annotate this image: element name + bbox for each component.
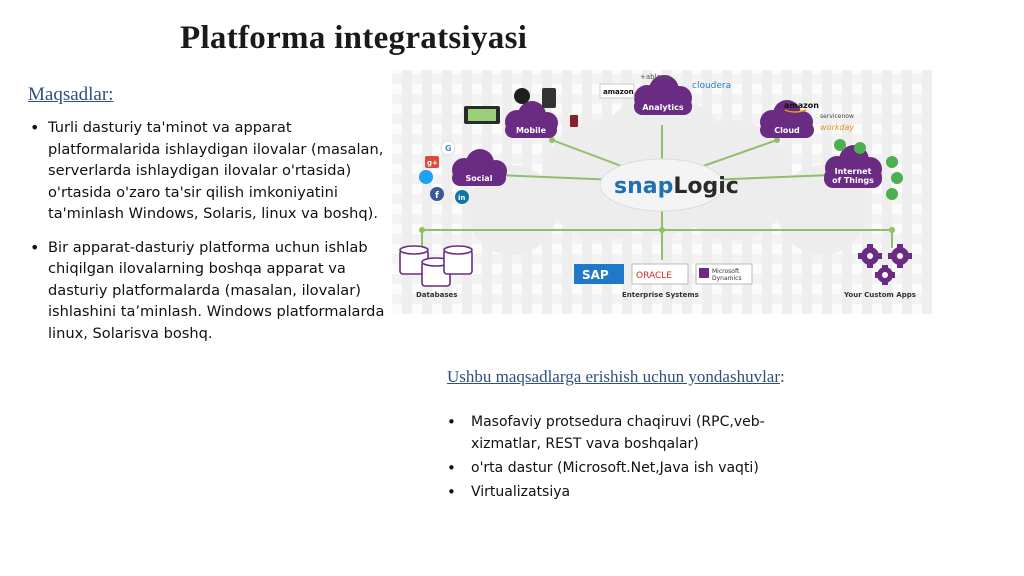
analytics-cloud: [634, 75, 692, 115]
clock-icon: [514, 88, 530, 104]
database-icon: [399, 245, 429, 275]
servicenow-logo: servicenow: [820, 113, 854, 120]
lock-icon: [834, 139, 846, 151]
gear-icon: [875, 265, 895, 285]
approaches-list: Masofaviy protsedura chaqiruvi (RPC,veb-…: [447, 411, 807, 505]
custom-apps-icons: [858, 244, 912, 285]
linkedin-icon: [455, 190, 469, 204]
settings-icon: [886, 188, 898, 200]
tableau-logo: +ableau: [640, 73, 670, 81]
enterprise-logos: SAP ORACLE Microsoft Dynamics: [574, 263, 753, 285]
mobile-devices: [464, 88, 578, 127]
share-icon: [891, 172, 903, 184]
mobile-label: Mobile: [516, 126, 547, 135]
databases-icons: [399, 245, 473, 287]
slide-title: Platforma integratsiyasi: [180, 20, 528, 56]
gear-icon: [888, 244, 912, 268]
goal-item: Bir apparat-dasturiy platforma uchun ish…: [28, 237, 390, 345]
cloudera-logo: cloudera: [692, 81, 731, 91]
phone-icon: [570, 115, 578, 127]
approach-item: Virtualizatsiya: [447, 481, 807, 503]
approaches-heading-colon: :: [780, 367, 785, 386]
email-icon: [886, 156, 898, 168]
facebook-icon: [430, 187, 444, 201]
goal-item: Turli dasturiy ta'minot va apparat platf…: [28, 117, 390, 225]
svg-text:in: in: [458, 194, 465, 202]
mobile-cloud: [505, 101, 558, 138]
svg-text:g+: g+: [427, 159, 438, 167]
google-plus-icon: [425, 156, 439, 168]
svg-text:SAP: SAP: [582, 268, 609, 282]
goals-list: Turli dasturiy ta'minot va apparat platf…: [28, 117, 390, 356]
approach-item: Masofaviy protsedura chaqiruvi (RPC,veb-…: [447, 411, 807, 455]
tablet-icon: [542, 88, 556, 108]
twitter-icon: [419, 170, 433, 184]
sap-logo: [574, 264, 624, 284]
social-cloud: [452, 149, 507, 186]
goals-heading: Maqsadlar:: [28, 84, 114, 105]
snaplogic-diagram: snapLogic: [392, 70, 932, 314]
analytics-label: Analytics: [642, 103, 684, 112]
social-icons: G g+ f in: [419, 140, 469, 204]
databases-label: Databases: [416, 291, 457, 299]
google-icon: [440, 140, 456, 156]
wifi-icon: [854, 142, 866, 154]
microsoft-logo-1: Microsoft: [712, 268, 740, 275]
svg-text:snapLogic: snapLogic: [614, 174, 739, 199]
social-label: Social: [466, 174, 493, 183]
iot-label-1: Internet: [835, 167, 872, 176]
oracle-logo: ORACLE: [636, 271, 672, 281]
workday-logo: workday: [820, 123, 854, 132]
iot-label-2: of Things: [832, 176, 874, 185]
microsoft-logo-2: Dynamics: [712, 275, 742, 282]
amazon-cloud-logo: amazon: [784, 101, 819, 110]
logic-text: Logic: [673, 174, 738, 199]
cloud-node: [760, 100, 814, 138]
approaches-heading: Ushbu maqsadlarga erishish uchun yondash…: [447, 366, 807, 388]
amazon-top-logo: amazon: [603, 88, 634, 96]
svg-text:G: G: [445, 144, 452, 153]
snaplogic-hub: snapLogic: [599, 158, 739, 212]
approaches-heading-text: Ushbu maqsadlarga erishish uchun yondash…: [447, 367, 781, 386]
iot-icons: [834, 139, 903, 200]
gear-icon: [858, 244, 882, 268]
svg-text:f: f: [435, 191, 439, 201]
enterprise-label: Enterprise Systems: [622, 291, 699, 299]
approach-item: o'rta dastur (Microsoft.Net,Java ish vaq…: [447, 457, 807, 479]
database-icon: [443, 245, 473, 275]
snap-text: snap: [614, 174, 673, 199]
custom-apps-label: Your Custom Apps: [843, 291, 916, 299]
cloud-label: Cloud: [774, 126, 800, 135]
